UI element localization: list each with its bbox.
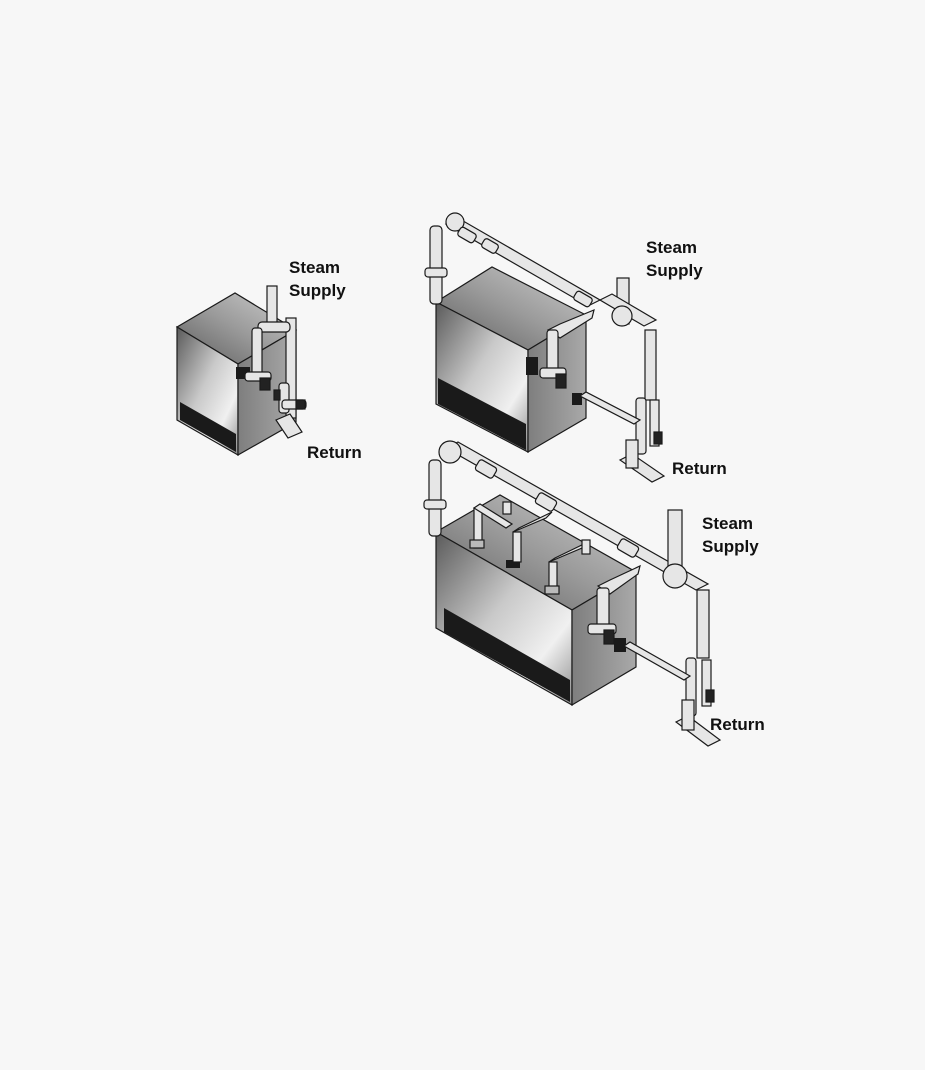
supply-word: Supply [289,281,346,300]
control-panel [438,378,526,450]
steam-word: Steam [702,514,754,533]
medium-steam-supply-label: Steam Supply [646,236,703,282]
steam-word: Steam [289,258,341,277]
steam-outlet-port [526,357,538,375]
return-port [614,638,626,652]
small-steam-supply-label: Steam Supply [289,256,346,302]
piping [424,212,666,483]
small-return-label: Return [307,441,362,464]
small-humidifier-unit [175,285,307,457]
return-word: Return [672,459,727,478]
return-word: Return [307,443,362,462]
medium-return-label: Return [672,457,727,480]
top-port [506,560,520,568]
supply-word: Supply [702,537,759,556]
large-return-label: Return [710,713,765,736]
piping [244,285,307,439]
large-humidifier-unit [423,440,722,747]
return-port [572,393,582,405]
control-panel [444,608,570,702]
supply-word: Supply [646,261,703,280]
steam-word: Steam [646,238,698,257]
control-panel [180,402,236,452]
return-word: Return [710,715,765,734]
medium-humidifier-unit [424,212,666,483]
large-steam-supply-label: Steam Supply [702,512,759,558]
piping [423,440,722,747]
